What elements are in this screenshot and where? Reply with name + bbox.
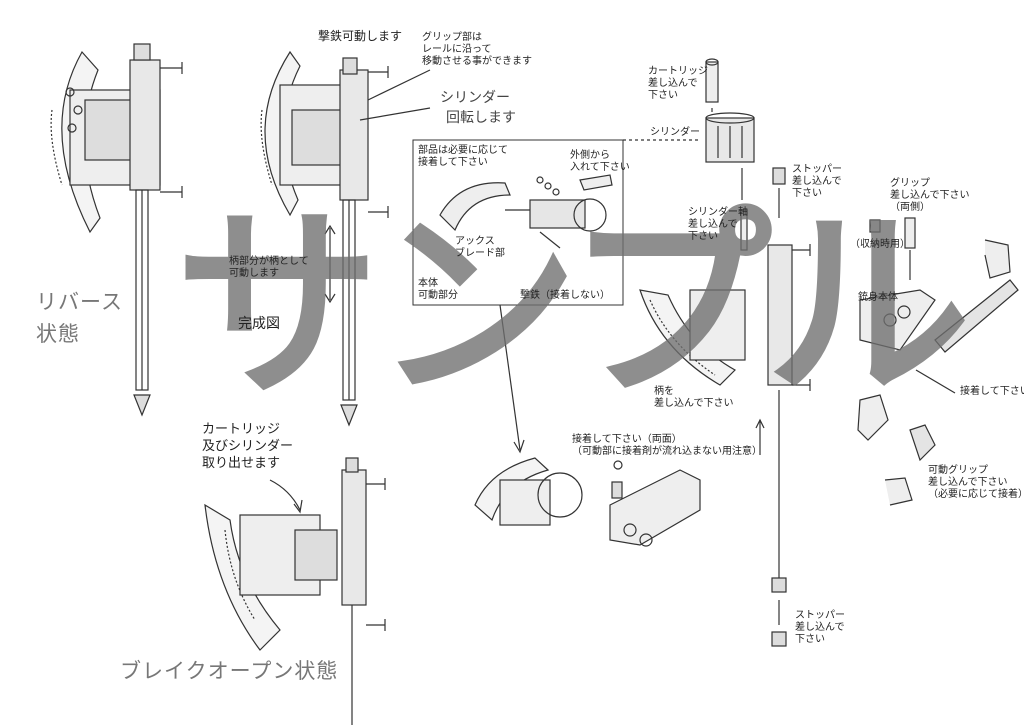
cartridge-removable-label: カートリッジ 及びシリンダー 取り出せます [202, 422, 294, 471]
parts-glue-label: 部品は必要に応じて 接着して下さい [418, 145, 508, 168]
completed-axe-drawing [260, 50, 431, 427]
pointer-line [499, 304, 521, 451]
sample-watermark: サンプル [175, 188, 971, 426]
completed-label: 完成図 [238, 316, 280, 332]
gun-body-label: 銃身本体 [858, 292, 898, 303]
movable-grip-label: 可動グリップ 差し込んで下さい （必要に応じて接着） [928, 465, 1024, 500]
break-open-state-label: ブレイクオープン状態 [120, 659, 339, 683]
reverse-state-label: リバース 状態 [36, 290, 123, 346]
exploded-assembly-drawing [639, 58, 811, 647]
cartridge-insert-label: カートリッジ 差し込んで 下さい [648, 66, 708, 101]
hammer-no-glue-label: 撃鉄（接着しない） [520, 290, 610, 301]
storage-label: （収納時用） [850, 239, 910, 250]
cylinder-label: シリンダー [650, 127, 700, 138]
stopper-bottom-label: ストッパー 差し込んで 下さい [795, 610, 845, 645]
glue-right-label: 接着して下さい [960, 386, 1024, 397]
cylinder-rotate-label-1: シリンダー [440, 90, 510, 106]
handle-insert-label: 柄を 差し込んで下さい [654, 386, 734, 409]
stopper-top-label: ストッパー 差し込んで 下さい [792, 164, 842, 199]
blade-assembly-drawing [474, 457, 701, 547]
cylinder-shaft-label: シリンダー軸 差し込んで 下さい [688, 207, 748, 242]
axe-blade-label: アックス ブレード部 [455, 236, 505, 259]
grip-insert-label: グリップ 差し込んで下さい （両側） [890, 178, 970, 213]
body-movable-label: 本体 可動部分 [418, 278, 458, 301]
parts-detail-box [412, 139, 624, 306]
reverse-state-axe-drawing [50, 43, 183, 417]
hammer-movable-label: 撃鉄可動します [318, 29, 403, 43]
grip-parts-drawing [857, 217, 1019, 506]
cylinder-rotate-label-2: 回転します [446, 110, 516, 126]
glue-both-sides-label: 接着して下さい（両面） （可動部に接着剤が流れ込まない用注意） [572, 434, 762, 457]
outside-insert-label: 外側から 入れて下さい [570, 150, 630, 173]
break-open-axe-drawing [204, 457, 386, 725]
grip-rail-label: グリップ部は レールに沿って 移動させる事ができます [422, 32, 532, 67]
handle-movable-label: 柄部分が柄として 可動します [229, 256, 309, 279]
